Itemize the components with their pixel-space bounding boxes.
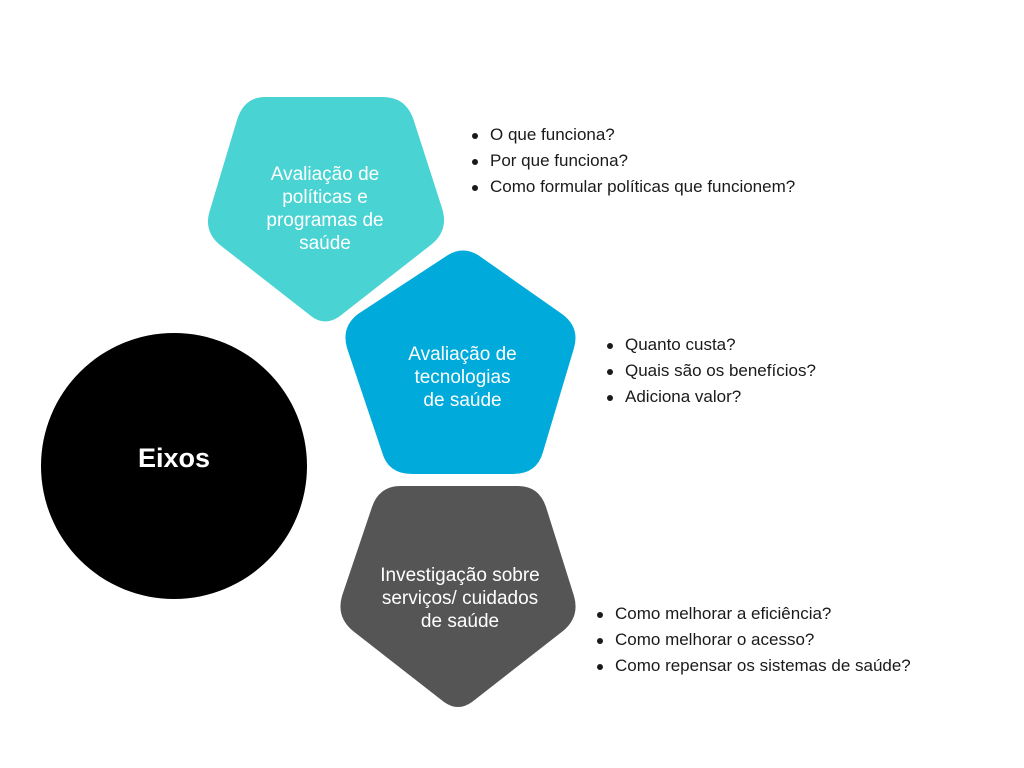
node-3-label: Investigação sobre serviços/ cuidados de… <box>350 564 570 633</box>
pentagon-node-1 <box>207 97 445 322</box>
node-1-label-line: Avaliação de <box>270 164 380 185</box>
node-3-label-line: serviços/ cuidados <box>381 588 539 609</box>
node-3-label-line: de saúde <box>420 611 500 632</box>
node-1-label-line: saúde <box>299 233 351 254</box>
node-2-label-line: de saúde <box>423 390 502 411</box>
question-item: Quanto custa? <box>606 332 816 358</box>
question-item: Como formular políticas que funcionem? <box>471 174 795 200</box>
question-item: Como melhorar o acesso? <box>596 627 911 653</box>
node-2-question-list: Quanto custa? Quais são os benefícios? A… <box>606 332 816 410</box>
node-1-label-line: programas de <box>266 210 384 231</box>
question-item: Como melhorar a eficiência? <box>596 601 911 627</box>
question-item: Quais são os benefícios? <box>606 358 816 384</box>
node-3-label-line: Investigação sobre <box>380 565 540 586</box>
pentagon-node-3 <box>340 486 576 707</box>
node-2-label: Avaliação de tecnologias de saúde <box>380 343 545 412</box>
pentagon-node-2 <box>345 250 576 474</box>
node-3-question-list: Como melhorar a eficiência? Como melhora… <box>596 601 911 679</box>
center-label: Eixos <box>137 443 211 473</box>
node-2-label-line: Avaliação de <box>408 344 517 365</box>
center-circle <box>41 333 307 599</box>
question-item: O que funciona? <box>471 122 795 148</box>
question-item: Adiciona valor? <box>606 384 816 410</box>
node-2-label-line: tecnologias <box>414 367 511 388</box>
node-1-label: Avaliação de políticas e programas de sa… <box>245 163 405 255</box>
question-item: Por que funciona? <box>471 148 795 174</box>
node-1-question-list: O que funciona? Por que funciona? Como f… <box>471 122 795 200</box>
question-item: Como repensar os sistemas de saúde? <box>596 653 911 679</box>
node-1-label-line: políticas e <box>282 187 368 208</box>
